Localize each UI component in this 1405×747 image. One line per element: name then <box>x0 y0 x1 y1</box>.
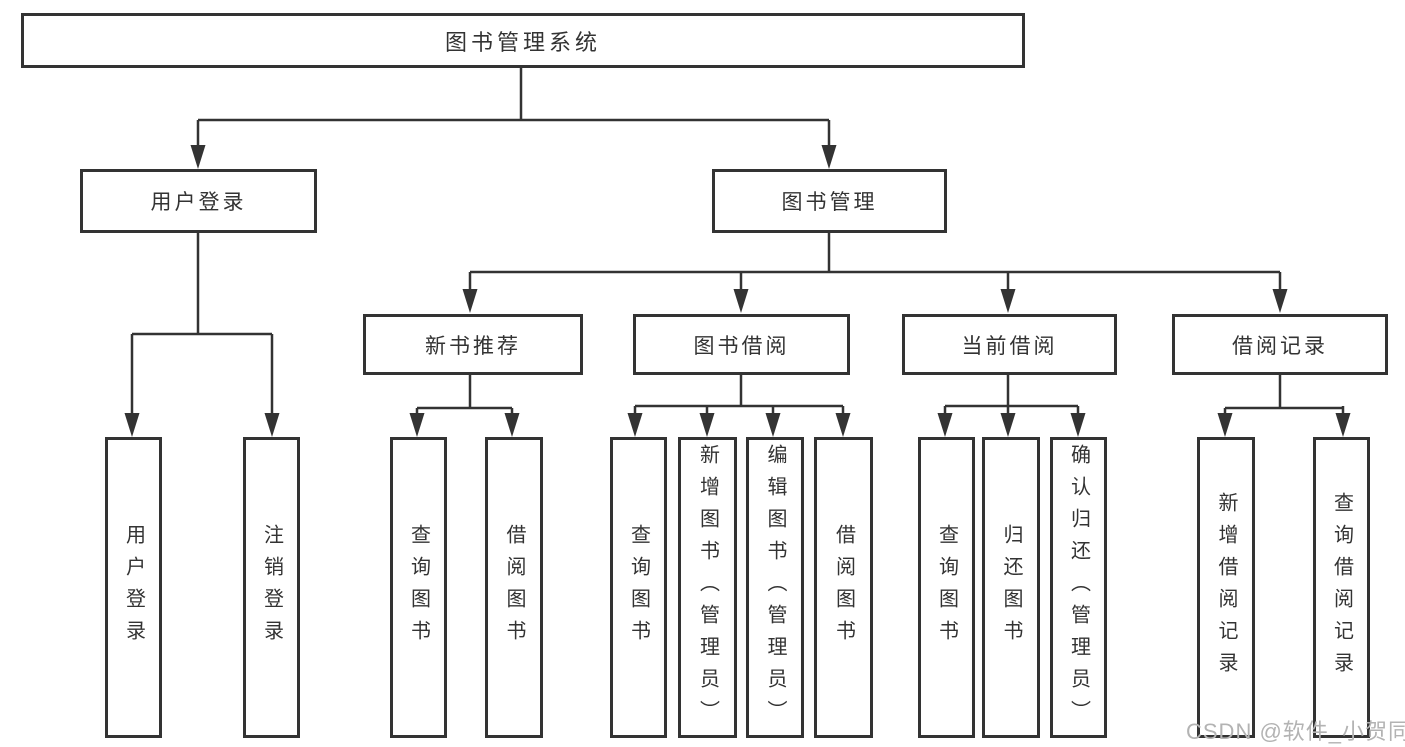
arrow-down-icon <box>124 413 140 437</box>
node-label: 编辑图书（管理员） <box>764 443 786 732</box>
arrow-down-icon <box>765 413 781 437</box>
node-book-management: 图书管理 <box>712 169 947 233</box>
node-label: 查询图书 <box>935 523 958 652</box>
node-logout-action: 注销登录 <box>243 437 300 738</box>
arrow-down-icon <box>1070 413 1086 437</box>
node-add-borrowing-record: 新增借阅记录 <box>1197 437 1255 738</box>
node-label: 新书推荐 <box>425 334 521 358</box>
arrow-down-icon <box>462 289 478 313</box>
node-query-books-current: 查询图书 <box>918 437 975 738</box>
node-label: 注销登录 <box>260 523 283 652</box>
arrow-down-icon <box>409 413 425 437</box>
node-confirm-return-admin: 确认归还（管理员） <box>1050 437 1107 738</box>
node-current-borrowing: 当前借阅 <box>902 314 1117 375</box>
node-label: 图书管理 <box>781 191 878 214</box>
arrow-down-icon <box>1000 289 1016 313</box>
node-user-login-action: 用户登录 <box>105 437 162 738</box>
node-user-login: 用户登录 <box>80 169 317 233</box>
node-add-books-admin: 新增图书（管理员） <box>678 437 737 738</box>
node-label: 借阅图书 <box>503 523 525 652</box>
node-borrow-books-recommendation: 借阅图书 <box>485 437 543 738</box>
arrow-down-icon <box>264 413 280 437</box>
node-edit-books-admin: 编辑图书（管理员） <box>746 437 804 738</box>
node-label: 新增借阅记录 <box>1215 491 1237 684</box>
node-label: 查询借阅记录 <box>1330 491 1353 684</box>
node-borrow-books-borrowing: 借阅图书 <box>814 437 873 738</box>
node-query-books-borrowing: 查询图书 <box>610 437 667 738</box>
tree-edges <box>130 68 1345 418</box>
arrow-down-icon <box>699 413 715 437</box>
node-label: 借阅图书 <box>832 523 855 652</box>
node-label: 用户登录 <box>150 191 247 214</box>
arrow-down-icon <box>190 145 206 169</box>
node-label: 图书借阅 <box>693 334 790 358</box>
node-label: 图书管理系统 <box>444 29 601 55</box>
arrow-down-icon <box>835 413 851 437</box>
node-borrowing-records: 借阅记录 <box>1172 314 1388 375</box>
node-label: 用户登录 <box>122 523 145 652</box>
node-label: 借阅记录 <box>1232 334 1328 358</box>
node-label: 查询图书 <box>407 523 430 652</box>
node-label: 归还图书 <box>1000 523 1022 652</box>
arrowheads <box>124 145 1351 437</box>
arrow-down-icon <box>733 289 749 313</box>
arrow-down-icon <box>821 145 837 169</box>
csdn-watermark: CSDN @软件_小贺同学 <box>1186 719 1405 744</box>
node-label: 查询图书 <box>627 523 650 652</box>
node-label: 当前借阅 <box>961 334 1058 358</box>
arrow-down-icon <box>1217 413 1233 437</box>
arrow-down-icon <box>1272 289 1288 313</box>
node-query-borrowing-record: 查询借阅记录 <box>1313 437 1370 738</box>
node-book-borrowing: 图书借阅 <box>633 314 850 375</box>
node-query-books-recommendation: 查询图书 <box>390 437 447 738</box>
arrow-down-icon <box>504 413 520 437</box>
node-return-books: 归还图书 <box>982 437 1040 738</box>
arrow-down-icon <box>1000 413 1016 437</box>
arrow-down-icon <box>1335 413 1351 437</box>
arrow-down-icon <box>627 413 643 437</box>
node-library-management-system: 图书管理系统 <box>21 13 1025 68</box>
node-new-book-recommendation: 新书推荐 <box>363 314 583 375</box>
node-label: 确认归还（管理员） <box>1067 443 1090 732</box>
arrow-down-icon <box>937 413 953 437</box>
node-label: 新增图书（管理员） <box>696 443 719 732</box>
